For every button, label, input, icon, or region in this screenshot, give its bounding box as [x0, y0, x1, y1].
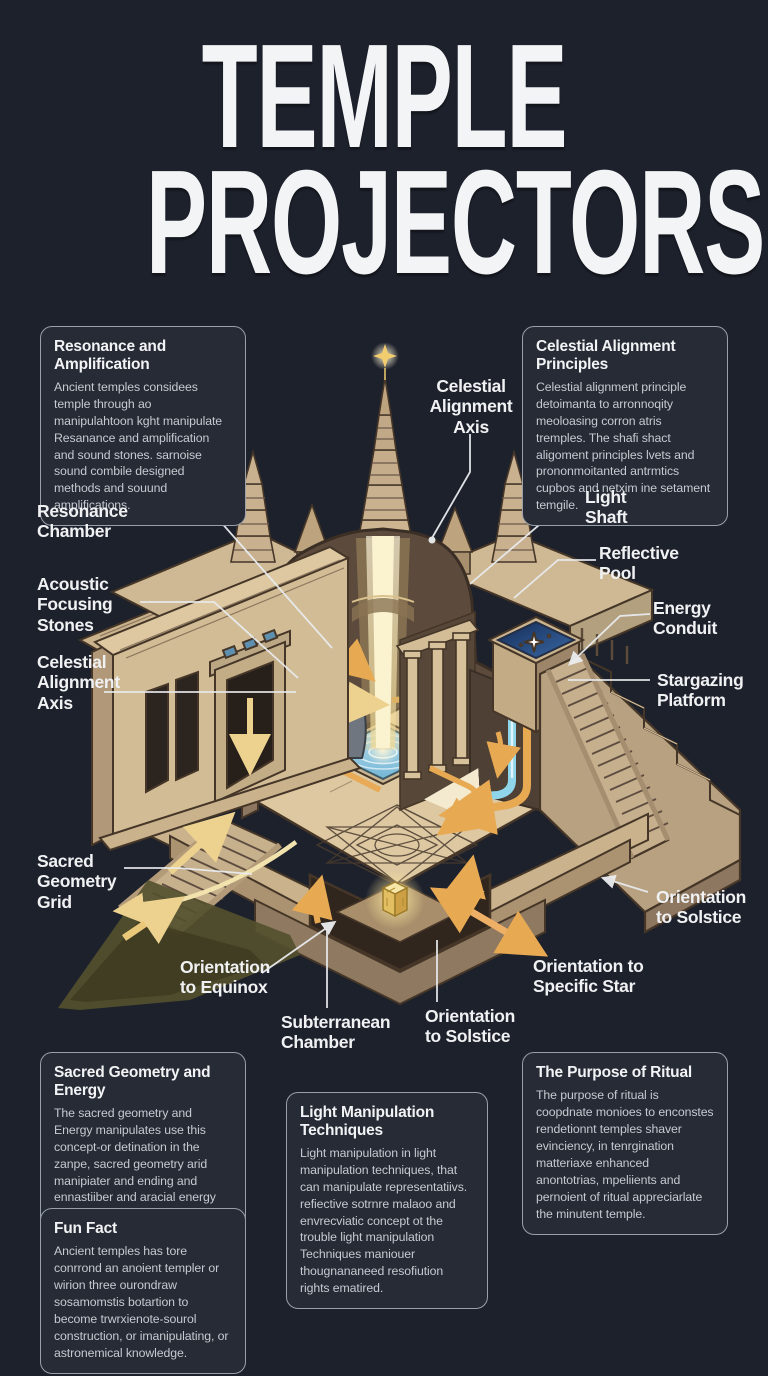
- left-tower: [230, 449, 276, 563]
- leader-acoustic-stones: [140, 601, 299, 679]
- label-orientation-to-specific-star: Orientation to Specific Star: [533, 956, 644, 997]
- infobox-title: Light Manipulation Techniques: [300, 1104, 435, 1139]
- temple-towers: [230, 377, 537, 575]
- title-line-2: PROJECTORS?: [145, 139, 768, 305]
- infobox-title: Celestial Alignment Principles: [536, 338, 676, 373]
- infobox-title: The Purpose of Ritual: [536, 1064, 692, 1081]
- temple-illustration: [58, 342, 742, 1010]
- infobox-fun-fact: Fun Fact Ancient temples has tore conrro…: [40, 1208, 246, 1374]
- infobox-light-manipulation: Light Manipulation Techniques Light mani…: [286, 1092, 488, 1310]
- label-celestial-alignment-axis-left: Celestial Alignment Axis: [37, 652, 120, 713]
- infobox-body: The purpose of ritual is coopdnate monio…: [536, 1087, 714, 1221]
- leader-energy-conduit: [568, 613, 651, 666]
- front-staircase: [58, 811, 300, 1010]
- label-subterranean-chamber: Subterranean Chamber: [281, 1012, 391, 1053]
- label-celestial-alignment-axis-top: Celestial Alignment Axis: [429, 376, 513, 437]
- label-light-shaft: Light Shaft: [585, 487, 628, 528]
- sacred-geometry-pattern: [315, 804, 479, 886]
- gateway-building: [91, 545, 362, 852]
- leader-solstice-right: [600, 874, 649, 893]
- infobox-title: Fun Fact: [54, 1220, 117, 1237]
- infobox-body: Ancient temples considees temple through…: [54, 379, 223, 513]
- label-stargazing-platform: Stargazing Platform: [657, 670, 744, 711]
- label-reflective-pool: Reflective Pool: [599, 543, 679, 584]
- infobox-purpose-of-ritual: The Purpose of Ritual The purpose of rit…: [522, 1052, 728, 1235]
- label-energy-conduit: Energy Conduit: [653, 598, 717, 639]
- label-orientation-to-solstice-center: Orientation to Solstice: [425, 1006, 516, 1047]
- columned-portico: [395, 610, 480, 812]
- label-orientation-to-solstice-right: Orientation to Solstice: [656, 887, 747, 928]
- infobox-title: Sacred Geometry and Energy: [54, 1064, 211, 1099]
- label-sacred-geometry-grid: Sacred Geometry Grid: [37, 851, 117, 912]
- label-orientation-to-equinox: Orientation to Equinox: [180, 957, 271, 998]
- infobox-resonance-amplification: Resonance and Amplification Ancient temp…: [40, 326, 246, 527]
- infobox-body: The sacred geometry and Energy manipulat…: [54, 1105, 216, 1222]
- poster-title: TEMPLE PROJECTORS?: [0, 14, 768, 305]
- subterranean-chamber-cutaway: [291, 854, 549, 972]
- title-line-1: TEMPLE: [201, 14, 568, 179]
- leader-equinox: [261, 920, 337, 974]
- pool-star-icon: [523, 631, 545, 653]
- leader-reflective-pool: [513, 559, 596, 599]
- label-acoustic-focusing-stones: Acoustic Focusing Stones: [37, 574, 113, 635]
- infobox-body: Light manipulation in light manipulation…: [300, 1145, 468, 1296]
- sun-star-icon: [371, 342, 399, 380]
- leader-celestial-axis-top: [431, 434, 471, 539]
- glowing-cube: [381, 881, 409, 918]
- infobox-body: Celestial alignment principle detoimanta…: [536, 379, 711, 513]
- leader-sacred-grid: [124, 867, 253, 875]
- infobox-celestial-principles: Celestial Alignment Principles Celestial…: [522, 326, 728, 527]
- floor-conduit-arrow: [428, 765, 482, 836]
- infobox-body: Ancient temples has tore conrrond an ano…: [54, 1243, 229, 1360]
- label-resonance-chamber: Resonance Chamber: [37, 501, 128, 542]
- infobox-title: Resonance and Amplification: [54, 338, 166, 373]
